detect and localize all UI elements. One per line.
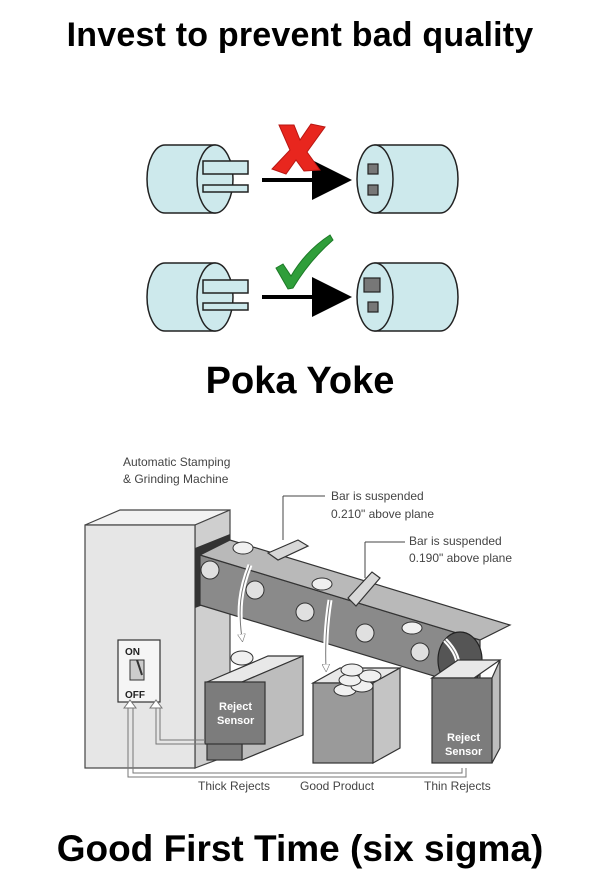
bin-thin-label: Thin Rejects xyxy=(424,779,491,793)
footer-heading: Good First Time (six sigma) xyxy=(56,828,544,869)
plug-left-icon xyxy=(146,262,249,332)
red-x-icon xyxy=(271,123,326,175)
bar-2-label-line1: Bar is suspended xyxy=(409,534,502,548)
sensor-wires xyxy=(123,699,467,778)
green-check-icon xyxy=(275,234,334,290)
poka-yoke-heading: Poka Yoke xyxy=(205,360,395,402)
machine-diagram: ON OFF xyxy=(84,455,512,793)
socket-right-icon xyxy=(356,144,459,214)
reject-sensor-2-line1: Reject xyxy=(447,732,480,744)
poka-row-incorrect xyxy=(146,123,459,214)
reject-sensor-2-line2: Sensor xyxy=(445,746,483,758)
reject-sensor-1-line2: Sensor xyxy=(217,715,255,727)
machine-name-line1: Automatic Stamping xyxy=(123,455,230,469)
bin-good-product xyxy=(310,663,403,765)
socket-right-icon xyxy=(356,262,459,332)
bin-thick-rejects: Reject Sensor xyxy=(204,650,304,761)
reject-sensor-1-line1: Reject xyxy=(219,701,252,713)
machine-name-line2: & Grinding Machine xyxy=(123,472,229,486)
gauge-bar-2 xyxy=(347,541,405,607)
bar-1-label-line2: 0.210" above plane xyxy=(331,507,434,521)
gauge-bar-1 xyxy=(266,495,325,561)
page-title: Invest to prevent bad quality xyxy=(66,16,534,54)
drop-arrow-good xyxy=(326,599,331,668)
bin-thin-rejects: Reject Sensor xyxy=(430,659,502,764)
bin-thick-label: Thick Rejects xyxy=(198,779,270,793)
poka-row-correct xyxy=(146,234,459,332)
switch-off-label: OFF xyxy=(125,690,145,701)
bar-2-label-line2: 0.190" above plane xyxy=(409,551,512,565)
bar-1-label-line1: Bar is suspended xyxy=(331,489,424,503)
plug-left-icon xyxy=(146,144,249,214)
bin-good-label: Good Product xyxy=(300,779,375,793)
on-off-switch[interactable]: ON OFF xyxy=(117,639,161,703)
switch-on-label: ON xyxy=(125,647,140,658)
